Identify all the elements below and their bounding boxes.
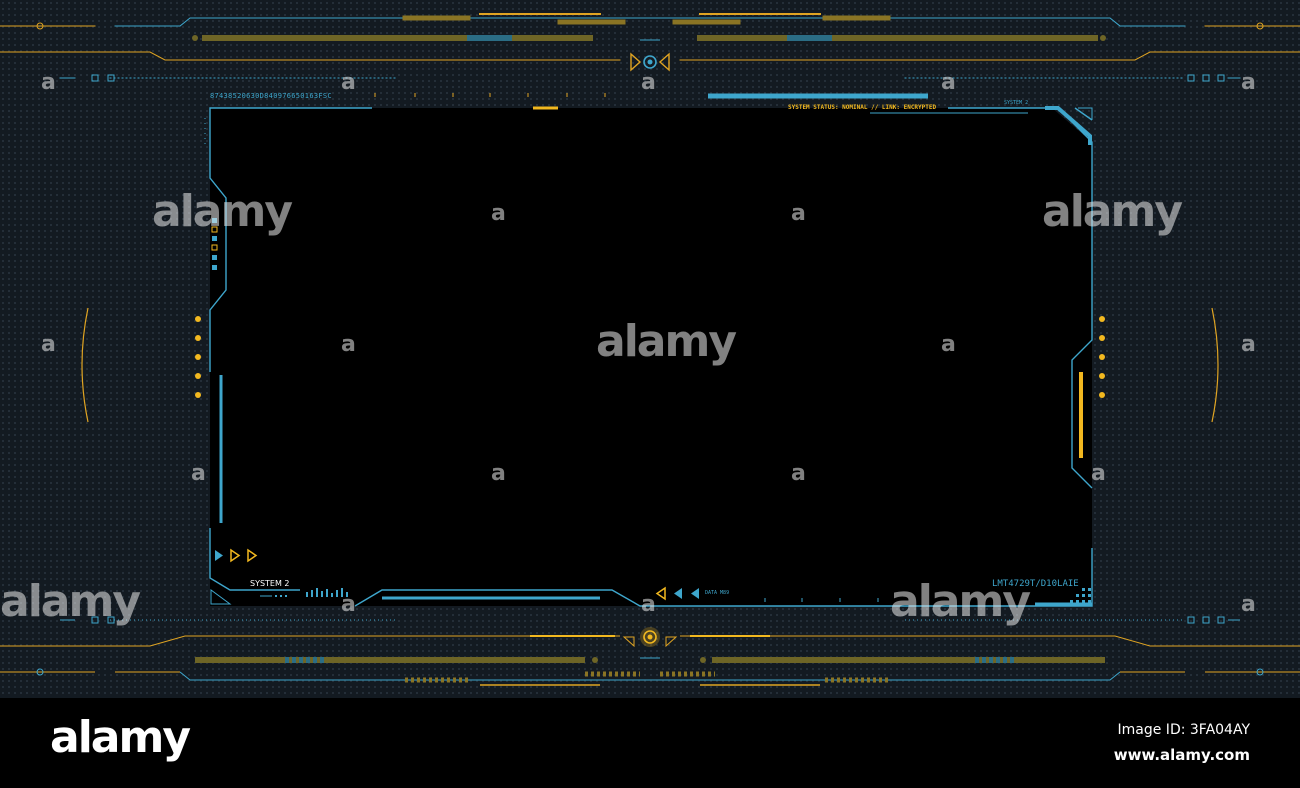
watermark-mark: a (941, 332, 956, 357)
watermark-mark: a (41, 70, 56, 95)
image-id-label: Image ID: 3FA04AY (1117, 722, 1250, 738)
system-status-label: SYSTEM STATUS: NOMINAL // LINK: ENCRYPTE… (788, 104, 937, 111)
hex-code-label: 87438520630D840976650163FSC (210, 92, 332, 100)
watermark-mark: a (791, 461, 806, 486)
right-arc (1211, 307, 1219, 423)
watermark-mark: a (341, 592, 356, 617)
status-dot-icon (622, 627, 678, 659)
watermark-mark: a (1241, 70, 1256, 95)
left-arc (81, 307, 89, 423)
watermark-mark: a (41, 332, 56, 357)
watermark-mark: a (491, 201, 506, 226)
watermark-mark: a (791, 201, 806, 226)
target-ring-icon (630, 39, 670, 72)
watermark-logo: alamy (890, 576, 1031, 627)
frame-highlights (219, 93, 1092, 606)
watermark-mark: a (1241, 592, 1256, 617)
hud-frame-background: 87438520630D840976650163FSC SYSTEM STATU… (0, 0, 1300, 698)
right-status-dots (1099, 316, 1105, 398)
watermark-mark: a (941, 70, 956, 95)
stock-footer: alamy Image ID: 3FA04AY www.alamy.com (0, 698, 1300, 788)
left-status-dots (195, 118, 218, 398)
system-label-bottom: SYSTEM 2 (250, 579, 290, 588)
footer-logo: alamy (50, 712, 191, 763)
bar-graph-icon (260, 588, 348, 597)
serial-code-label: LMT4729T/D10LAIE (992, 579, 1079, 589)
system-tag-top: SYSTEM 2 (1004, 100, 1029, 106)
corner-dot-grid (1070, 588, 1091, 603)
watermark-logo: alamy (0, 576, 141, 627)
watermark-mark: a (191, 461, 206, 486)
watermark-mark: a (1241, 332, 1256, 357)
top-band (0, 13, 1300, 82)
watermark-logo: alamy (152, 186, 293, 237)
screen-area (210, 108, 1092, 606)
watermark-logo: alamy (1042, 186, 1183, 237)
watermark-mark: a (341, 70, 356, 95)
triangle-arrow-icon (210, 548, 258, 605)
watermark-mark: a (641, 70, 656, 95)
bottom-band (0, 616, 1300, 686)
watermark-mark: a (341, 332, 356, 357)
hud-frame-graphics (0, 13, 1300, 686)
data-label: DATA M89 (705, 590, 730, 596)
top-tick-row (374, 93, 606, 97)
bottom-ticks (764, 598, 879, 602)
footer-url: www.alamy.com (1113, 746, 1250, 764)
watermark-mark: a (1091, 461, 1106, 486)
watermark-mark: a (491, 461, 506, 486)
chevron-left-icon (655, 586, 699, 601)
watermark-logo: alamy (596, 316, 737, 367)
watermark-mark: a (641, 592, 656, 617)
